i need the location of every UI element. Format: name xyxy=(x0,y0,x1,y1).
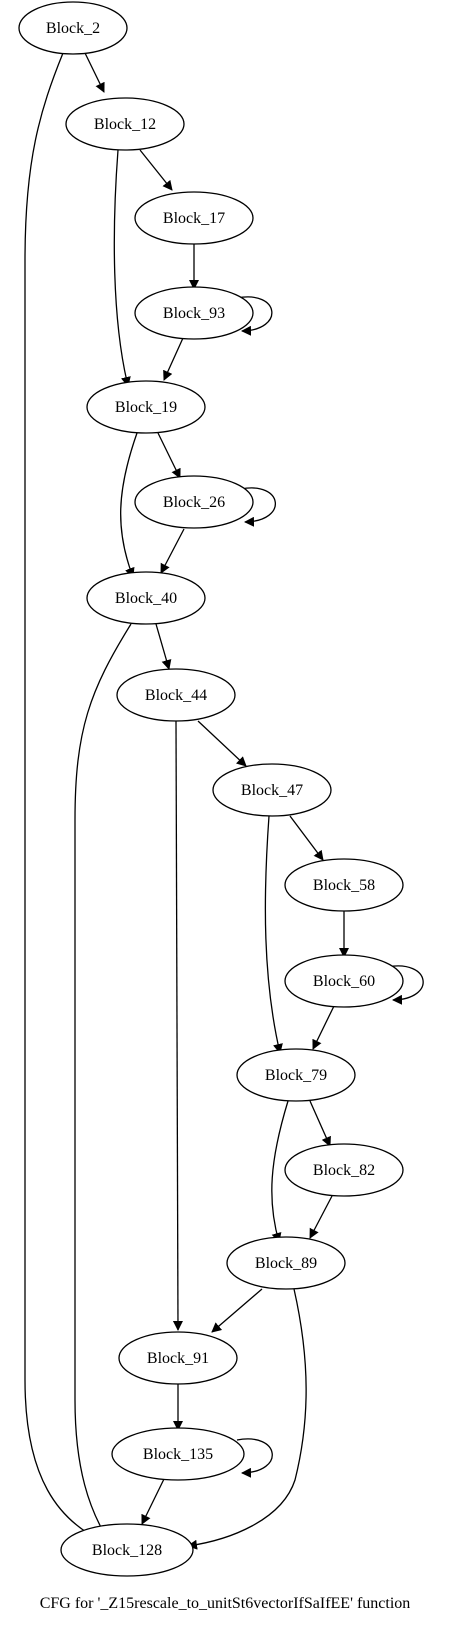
node-block-93[interactable]: Block_93 xyxy=(134,286,254,340)
edge-b19-b40 xyxy=(120,432,138,578)
node-block-40[interactable]: Block_40 xyxy=(86,571,206,625)
edge-b40-b44 xyxy=(155,623,172,670)
node-label: Block_19 xyxy=(115,399,177,416)
node-block-12[interactable]: Block_12 xyxy=(65,97,185,151)
node-block-89[interactable]: Block_89 xyxy=(226,1236,346,1290)
node-block-58[interactable]: Block_58 xyxy=(284,858,404,912)
node-label: Block_44 xyxy=(145,687,207,704)
node-block-26[interactable]: Block_26 xyxy=(134,475,254,529)
node-block-60[interactable]: Block_60 xyxy=(284,954,404,1008)
edge-b26-b40 xyxy=(160,528,185,574)
node-label: Block_58 xyxy=(313,877,375,894)
edge-b135-b128 xyxy=(141,1478,165,1525)
diagram-caption: CFG for '_Z15rescale_to_unitSt6vectorIfS… xyxy=(40,1595,411,1612)
node-label: Block_79 xyxy=(265,1067,327,1084)
edge-b93-self xyxy=(236,296,273,336)
edge-b19-b26 xyxy=(157,432,181,479)
node-block-82[interactable]: Block_82 xyxy=(284,1143,404,1197)
node-block-128[interactable]: Block_128 xyxy=(60,1523,194,1577)
edge-b2-b128 xyxy=(24,52,101,1541)
edge-b60-b79 xyxy=(312,1005,335,1050)
edge-b12-b17 xyxy=(139,149,173,191)
node-label: Block_47 xyxy=(241,782,303,799)
node-label: Block_93 xyxy=(163,305,225,322)
edge-b60-self xyxy=(386,965,424,1005)
edge-b44-b47 xyxy=(197,720,247,767)
node-block-79[interactable]: Block_79 xyxy=(236,1048,356,1102)
edge-b12-b19 xyxy=(113,149,131,387)
node-label: Block_12 xyxy=(94,116,156,133)
node-block-47[interactable]: Block_47 xyxy=(212,763,332,817)
edge-b89-b128 xyxy=(187,1288,307,1550)
node-label: Block_89 xyxy=(255,1255,317,1272)
edge-b47-b79 xyxy=(264,815,283,1054)
edge-b2-b12 xyxy=(84,52,105,93)
node-label: Block_60 xyxy=(313,973,375,990)
node-label: Block_91 xyxy=(147,1350,209,1367)
edge-b82-b89 xyxy=(309,1195,333,1239)
node-label: Block_135 xyxy=(143,1446,213,1463)
node-block-17[interactable]: Block_17 xyxy=(134,191,254,245)
edge-b47-b58 xyxy=(289,815,324,861)
node-block-135[interactable]: Block_135 xyxy=(111,1427,245,1481)
node-block-91[interactable]: Block_91 xyxy=(118,1331,238,1385)
edge-b44-b91 xyxy=(172,720,183,1331)
node-block-2[interactable]: Block_2 xyxy=(18,1,128,55)
node-block-44[interactable]: Block_44 xyxy=(116,668,236,722)
edge-b26-self xyxy=(240,487,276,527)
edge-b93-b19 xyxy=(163,337,184,381)
node-label: Block_128 xyxy=(92,1542,162,1559)
edge-b135-self xyxy=(236,1438,273,1478)
edge-b79-b82 xyxy=(309,1100,331,1147)
edge-b89-b91 xyxy=(211,1288,263,1333)
node-label: Block_40 xyxy=(115,590,177,607)
node-label: Block_17 xyxy=(163,210,225,227)
node-label: Block_2 xyxy=(46,20,100,37)
node-block-19[interactable]: Block_19 xyxy=(86,380,206,434)
edges xyxy=(24,52,424,1550)
nodes: Block_2 Block_12 Block_17 Block_93 Block… xyxy=(18,1,404,1577)
edge-b79-b89 xyxy=(271,1100,289,1243)
edge-b40-b128 xyxy=(74,623,132,1539)
node-label: Block_26 xyxy=(163,494,225,511)
node-label: Block_82 xyxy=(313,1162,375,1179)
